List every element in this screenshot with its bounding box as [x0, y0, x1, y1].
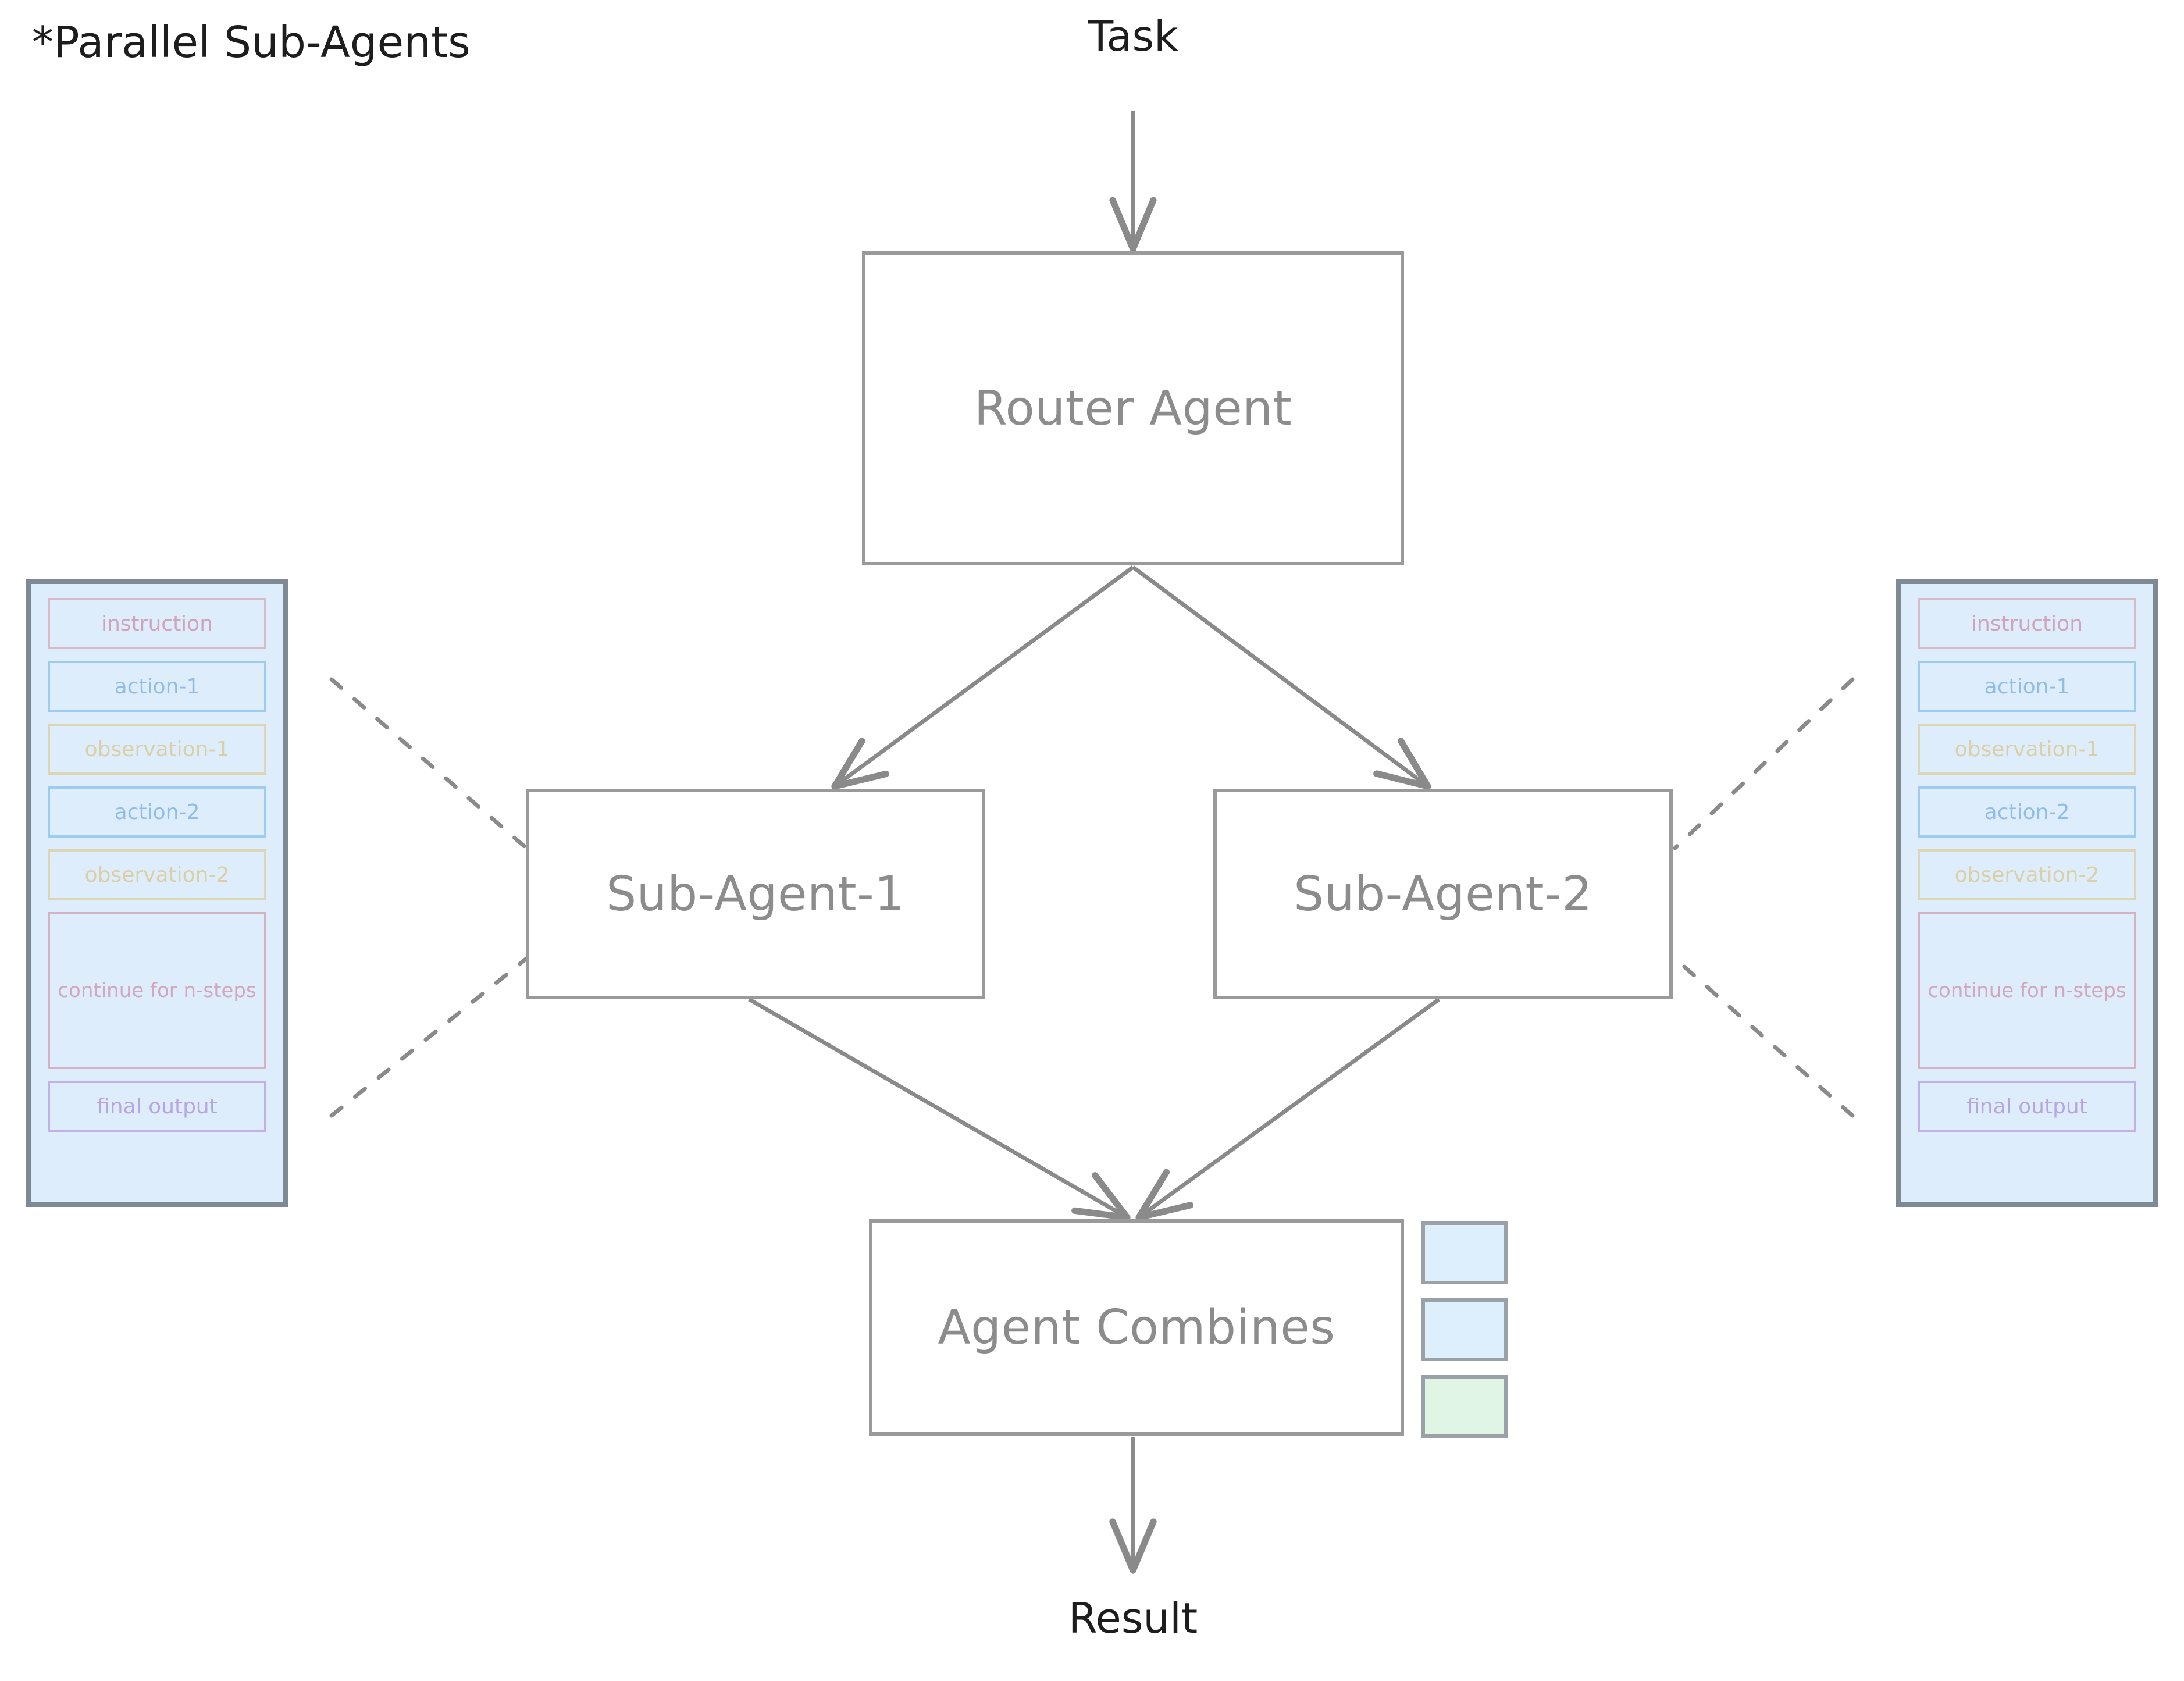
trace-row: continue for n-steps: [1918, 912, 2136, 1069]
trace-row-label: observation-1: [1954, 737, 2100, 761]
trace-row-label: observation-2: [1954, 863, 2100, 887]
trace-row: observation-2: [48, 849, 266, 900]
parallel-sub-agents-note: *Parallel Sub-Agents: [32, 17, 471, 67]
trace-panel-left: instruction action-1 observation-1 actio…: [26, 579, 288, 1207]
trace-row: action-2: [48, 786, 266, 838]
node-sub-agent-1[interactable]: Sub-Agent-1: [526, 789, 985, 999]
trace-row: observation-1: [48, 724, 266, 775]
trace-row-label: continue for n-steps: [58, 979, 256, 1002]
legend-swatch-blue-2: [1421, 1298, 1508, 1361]
dotted-connector-right-bottom: [1673, 956, 1855, 1118]
trace-row-label: action-2: [1984, 800, 2070, 824]
node-agent-combines-label: Agent Combines: [938, 1299, 1335, 1355]
node-sub-agent-2[interactable]: Sub-Agent-2: [1213, 789, 1673, 999]
trace-row: observation-2: [1918, 849, 2136, 900]
dotted-connector-left-top: [329, 677, 529, 850]
trace-row: action-1: [48, 661, 266, 712]
trace-row: action-2: [1918, 786, 2136, 838]
node-agent-combines[interactable]: Agent Combines: [869, 1219, 1404, 1436]
dotted-connector-right-top: [1673, 677, 1855, 850]
trace-row-label: instruction: [101, 611, 213, 636]
edge-subagent2-to-combiner: [1135, 998, 1441, 1221]
task-input-label: Task: [1088, 12, 1178, 60]
trace-row: instruction: [1918, 598, 2136, 649]
trace-row: observation-1: [1918, 724, 2136, 775]
trace-row: continue for n-steps: [48, 912, 266, 1069]
legend-swatch-blue-1: [1421, 1221, 1508, 1284]
edge-router-to-subagent1: [831, 565, 1135, 790]
result-output-label: Result: [1068, 1594, 1198, 1643]
node-router-agent-label: Router Agent: [974, 380, 1292, 436]
dotted-connector-left-bottom: [329, 956, 529, 1118]
trace-row-label: instruction: [1971, 611, 2083, 636]
trace-row: action-1: [1918, 661, 2136, 712]
node-router-agent[interactable]: Router Agent: [862, 251, 1404, 565]
trace-row-label: action-2: [114, 800, 200, 824]
legend-swatch-green: [1421, 1375, 1508, 1438]
trace-row-label: action-1: [114, 674, 200, 699]
trace-row-label: action-1: [1984, 674, 2070, 699]
trace-row: final output: [48, 1081, 266, 1132]
trace-row: instruction: [48, 598, 266, 649]
node-sub-agent-2-label: Sub-Agent-2: [1294, 866, 1592, 922]
trace-row-label: final output: [97, 1094, 218, 1119]
trace-row: final output: [1918, 1081, 2136, 1132]
trace-row-label: observation-2: [84, 863, 230, 887]
edge-subagent1-to-combiner: [748, 997, 1131, 1221]
trace-row-label: continue for n-steps: [1928, 979, 2126, 1002]
node-sub-agent-1-label: Sub-Agent-1: [606, 866, 905, 922]
trace-row-label: observation-1: [84, 737, 230, 761]
edge-router-to-subagent2: [1131, 565, 1431, 790]
trace-row-label: final output: [1966, 1094, 2087, 1119]
trace-panel-right: instruction action-1 observation-1 actio…: [1896, 579, 2158, 1207]
